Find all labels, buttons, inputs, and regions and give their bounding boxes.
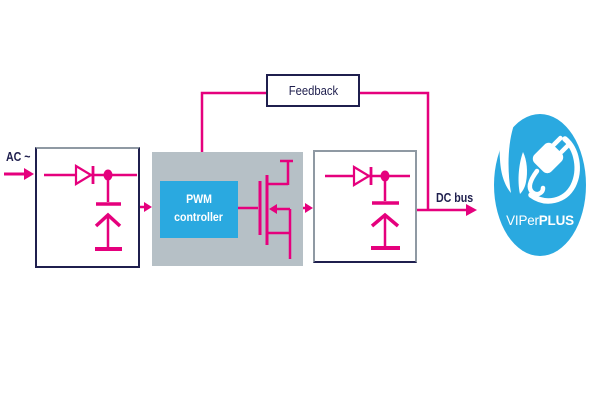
feedback-block: Feedback	[266, 74, 360, 107]
dc-bus-arrow-icon	[417, 204, 477, 216]
logo-text-viper: VIPer	[506, 212, 539, 228]
viperplus-logo	[494, 105, 586, 256]
plug-cord	[527, 168, 546, 197]
plug-icon	[527, 135, 580, 204]
ac-input-label: AC ~	[6, 150, 31, 164]
input-to-converter-arrow-icon	[140, 202, 152, 212]
dc-bus-label: DC bus	[436, 191, 474, 205]
feedback-label: Feedback	[288, 83, 338, 98]
converter-to-output-arrow-icon	[303, 203, 313, 213]
input-rectifier-block	[35, 147, 140, 268]
ac-input-arrow-icon	[4, 168, 34, 180]
leaf-icon	[499, 105, 544, 194]
pwm-controller-block: PWM controller	[160, 181, 238, 238]
pwm-label-line2: controller	[174, 211, 224, 224]
pwm-label-line1: PWM	[186, 194, 212, 207]
feedback-wire-left	[200, 91, 266, 152]
viperplus-logo-text: VIPerPLUS	[496, 212, 584, 228]
plug-cord-swoosh	[528, 136, 580, 204]
logo-ellipse	[494, 114, 586, 256]
logo-text-plus: PLUS	[538, 212, 574, 228]
output-rectifier-block	[313, 150, 417, 263]
